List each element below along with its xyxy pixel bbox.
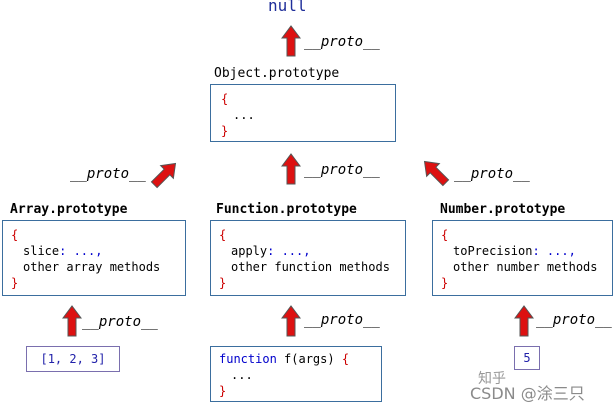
arrow-number-instance-to-proto bbox=[514, 305, 534, 337]
null-label: null bbox=[268, 0, 307, 15]
array-close-brace: } bbox=[11, 276, 19, 290]
function-close-brace: } bbox=[219, 276, 227, 290]
proto-label-array: __proto__ bbox=[70, 166, 146, 182]
arrow-function-instance-to-proto bbox=[281, 305, 301, 337]
proto-label-array-instance: __proto__ bbox=[82, 314, 158, 330]
object-prototype-title: Object.prototype bbox=[214, 66, 340, 81]
function-prototype-box: { apply: ..., other function methods } bbox=[210, 220, 406, 296]
object-prototype-box: { ... } bbox=[210, 84, 396, 142]
function-signature: f(args) bbox=[276, 352, 342, 366]
number-prototype-box: { toPrecision: ..., other number methods… bbox=[432, 220, 613, 296]
arrow-function-proto-to-object bbox=[281, 153, 301, 185]
function-instance-box: function f(args) { ... } bbox=[210, 346, 382, 402]
function-other-methods: other function methods bbox=[231, 260, 390, 274]
number-other-methods: other number methods bbox=[453, 260, 598, 274]
function-method-apply-rest: : ..., bbox=[267, 244, 311, 258]
csdn-watermark: CSDN @涂三只 bbox=[470, 384, 585, 403]
number-instance-value: 5 bbox=[523, 351, 531, 365]
proto-label-function: __proto__ bbox=[304, 162, 380, 178]
number-method-toprecision: toPrecision bbox=[453, 244, 533, 258]
number-method-toprecision-rest: : ..., bbox=[532, 244, 576, 258]
number-close-brace: } bbox=[441, 276, 449, 290]
function-keyword: function bbox=[219, 352, 277, 366]
proto-label-object: __proto__ bbox=[304, 34, 380, 50]
array-method-slice: slice bbox=[23, 244, 60, 258]
array-prototype-title: Array.prototype bbox=[10, 202, 128, 217]
array-instance-value: [1, 2, 3] bbox=[40, 352, 106, 366]
zhihu-watermark: 知乎 bbox=[478, 371, 506, 387]
object-close-brace: } bbox=[221, 124, 229, 138]
proto-label-number: __proto__ bbox=[454, 166, 530, 182]
number-prototype-title: Number.prototype bbox=[440, 202, 566, 217]
function-instance-body: ... bbox=[231, 368, 253, 382]
number-open-brace: { bbox=[441, 228, 449, 242]
array-prototype-box: { slice: ..., other array methods } bbox=[2, 220, 186, 296]
number-instance-box: 5 bbox=[514, 346, 540, 370]
array-open-brace: { bbox=[11, 228, 19, 242]
object-body: ... bbox=[233, 108, 255, 122]
function-method-apply: apply bbox=[231, 244, 268, 258]
arrow-number-proto-to-object bbox=[423, 160, 450, 187]
function-instance-open-brace: { bbox=[341, 352, 350, 366]
arrow-array-proto-to-object bbox=[150, 162, 177, 189]
proto-label-function-instance: __proto__ bbox=[304, 312, 380, 328]
array-instance-box: [1, 2, 3] bbox=[26, 346, 120, 372]
array-method-slice-rest: : ..., bbox=[59, 244, 103, 258]
object-open-brace: { bbox=[221, 92, 229, 106]
arrow-object-to-null bbox=[281, 25, 301, 57]
function-instance-close-brace: } bbox=[219, 384, 227, 398]
function-open-brace: { bbox=[219, 228, 227, 242]
proto-label-number-instance: __proto__ bbox=[536, 312, 612, 328]
arrow-array-instance-to-proto bbox=[62, 305, 82, 337]
array-other-methods: other array methods bbox=[23, 260, 161, 274]
function-prototype-title: Function.prototype bbox=[216, 202, 357, 217]
